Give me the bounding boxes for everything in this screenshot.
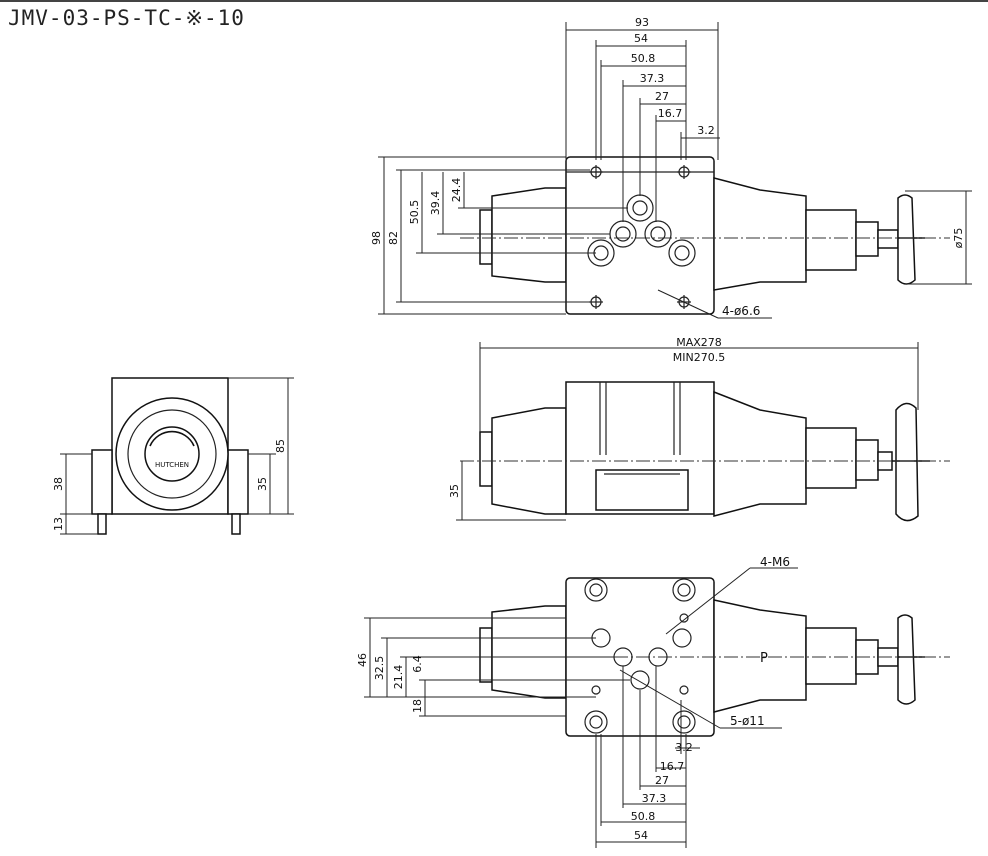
port-callout: 5-ø11 bbox=[730, 714, 765, 728]
bottom-dim-3-2: 3.2 bbox=[675, 741, 693, 754]
dim-54: 54 bbox=[634, 32, 648, 45]
handwheel-diameter: ø75 bbox=[952, 228, 965, 249]
bottom-dim-46: 46 bbox=[356, 653, 369, 667]
bottom-dim-16-7: 16.7 bbox=[660, 760, 685, 773]
dim-24-4: 24.4 bbox=[450, 178, 463, 203]
dim-27: 27 bbox=[655, 90, 669, 103]
side-dim-38: 38 bbox=[52, 477, 65, 491]
bottom-dim-21-4: 21.4 bbox=[392, 665, 405, 690]
dim-37-3: 37.3 bbox=[640, 72, 665, 85]
bottom-dim-6-4: 6.4 bbox=[411, 655, 424, 673]
dim-82: 82 bbox=[387, 231, 400, 245]
dim-39-4: 39.4 bbox=[429, 191, 442, 216]
front-height: 35 bbox=[448, 484, 461, 498]
dim-98: 98 bbox=[370, 231, 383, 245]
dim-3-2: 3.2 bbox=[697, 124, 715, 137]
bottom-view: P 4-M6 5-ø11 46 bbox=[356, 555, 950, 848]
dim-16-7: 16.7 bbox=[658, 107, 683, 120]
thread-callout: 4-M6 bbox=[760, 555, 790, 569]
front-view: MAX278 MIN270.5 35 bbox=[448, 336, 950, 522]
drawing-title: JMV-03-PS-TC-※-10 bbox=[8, 6, 245, 30]
side-height-center: 35 bbox=[256, 477, 269, 491]
dim-93: 93 bbox=[635, 16, 649, 29]
bottom-dim-18: 18 bbox=[411, 699, 424, 713]
badge-text: HUTCHEN bbox=[155, 461, 189, 469]
port-label: P bbox=[760, 651, 768, 666]
dim-50-8: 50.8 bbox=[631, 52, 656, 65]
bottom-dim-54: 54 bbox=[634, 829, 648, 842]
bottom-dim-27: 27 bbox=[655, 774, 669, 787]
max-length: MAX278 bbox=[676, 336, 722, 349]
dim-50-5: 50.5 bbox=[408, 200, 421, 225]
bottom-dim-50-8: 50.8 bbox=[631, 810, 656, 823]
bottom-dim-32-5: 32.5 bbox=[373, 656, 386, 681]
hole-callout: 4-ø6.6 bbox=[722, 304, 760, 318]
min-length: MIN270.5 bbox=[673, 351, 725, 364]
side-dim-13: 13 bbox=[52, 517, 65, 531]
bottom-dim-37-3: 37.3 bbox=[642, 792, 667, 805]
side-view: HUTCHEN 85 35 38 13 bbox=[52, 377, 294, 535]
side-height-total: 85 bbox=[274, 439, 287, 453]
top-view: 93 54 50.8 37.3 27 16.7 3.2 98 82 50.5 3… bbox=[370, 16, 972, 319]
